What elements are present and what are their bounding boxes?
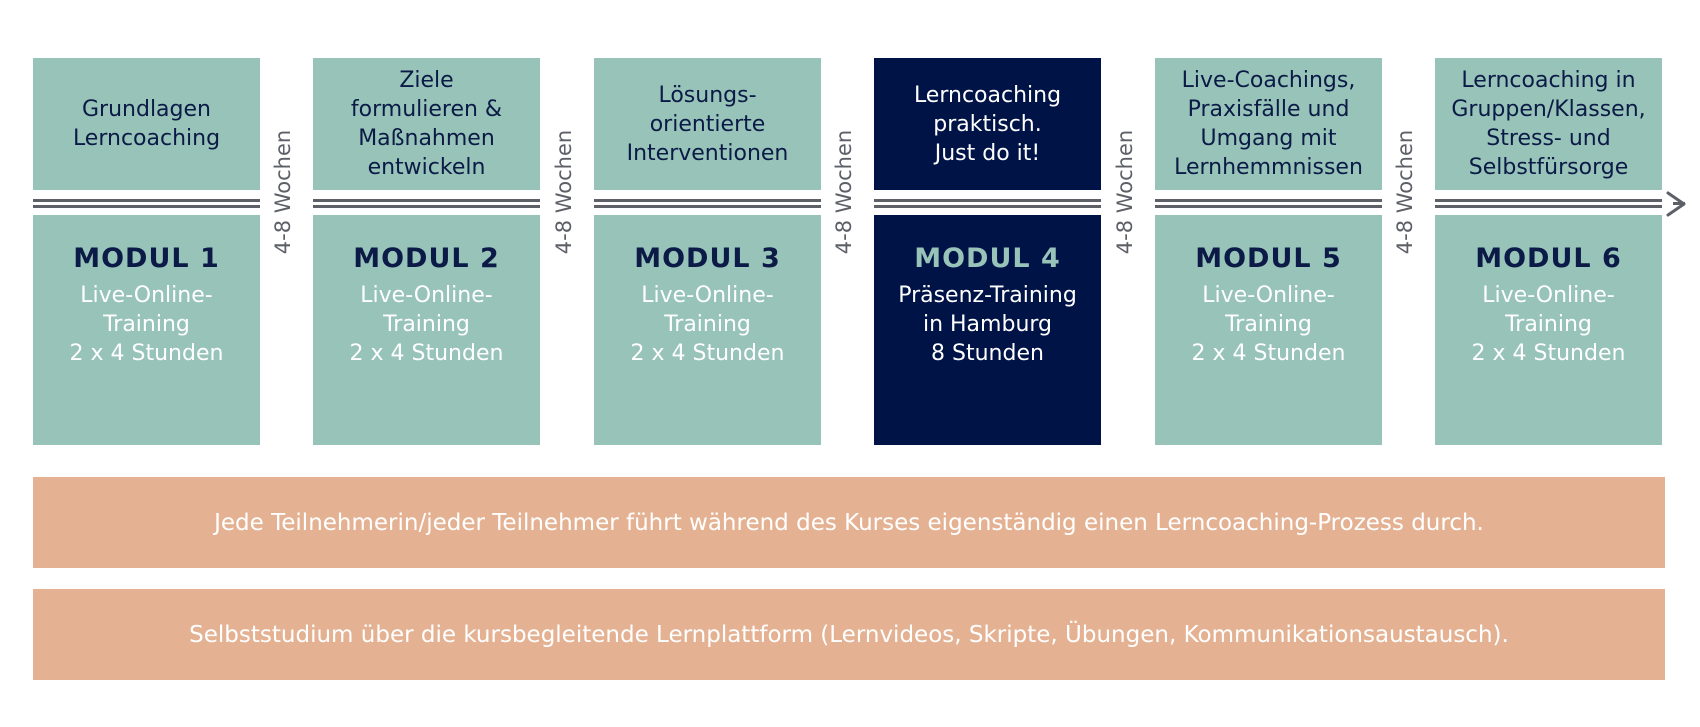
- module-title: MODUL 2: [353, 243, 500, 274]
- topic-line: Lerncoaching: [913, 82, 1062, 108]
- topic-line: Lösungs-: [658, 82, 757, 108]
- topic-line: Just do it!: [934, 140, 1041, 166]
- module-title: MODUL 1: [73, 243, 220, 274]
- module-2-topic: Ziele formulieren & Maßnahmen entwickeln: [313, 58, 540, 190]
- module-3-topic: Lösungs- orientierte Interventionen: [594, 58, 821, 190]
- module-4-topic: Lerncoaching praktisch. Just do it!: [874, 58, 1101, 190]
- arrow-right-icon: [1666, 191, 1686, 217]
- timeline-arrow-line: [1673, 202, 1685, 205]
- topic-line: praktisch.: [933, 111, 1042, 137]
- topic-line: Umgang mit: [1200, 126, 1337, 151]
- topic-line: Maßnahmen: [358, 126, 495, 151]
- timeline-segment: [313, 199, 540, 208]
- topic-line: orientierte: [649, 111, 766, 137]
- topic-line: entwickeln: [367, 155, 486, 180]
- topic-line: Interventionen: [626, 140, 789, 166]
- topic-line: Lernhemmnissen: [1174, 155, 1363, 180]
- module-5-topic: Live-Coachings, Praxisfälle und Umgang m…: [1155, 58, 1382, 190]
- module-title: MODUL 6: [1475, 243, 1622, 274]
- module-title: MODUL 4: [914, 243, 1061, 274]
- module-6-topic: Lerncoaching in Gruppen/Klassen, Stress-…: [1435, 58, 1662, 190]
- topic-line: Grundlagen: [82, 97, 211, 122]
- timeline-segment: [1435, 199, 1662, 208]
- topic-line: Live-Coachings,: [1181, 68, 1356, 93]
- topic-line: Stress- und: [1486, 126, 1611, 151]
- timeline-segment: [33, 199, 260, 208]
- self-study-banner: Selbststudium über die kursbegleitende L…: [33, 589, 1665, 680]
- module-title: MODUL 3: [634, 243, 781, 274]
- process-banner-text: Jede Teilnehmerin/jeder Teilnehmer führt…: [214, 509, 1484, 536]
- module-title: MODUL 5: [1195, 243, 1342, 274]
- topic-line: Lerncoaching: [72, 126, 221, 151]
- module-1-topic: Grundlagen Lerncoaching: [33, 58, 260, 190]
- timeline-segment: [874, 199, 1101, 208]
- topic-line: Praxisfälle und: [1187, 97, 1350, 122]
- topic-line: Lerncoaching in: [1461, 68, 1636, 93]
- timeline-segment: [1155, 199, 1382, 208]
- topic-line: Gruppen/Klassen,: [1451, 97, 1646, 122]
- process-banner: Jede Teilnehmerin/jeder Teilnehmer führt…: [33, 477, 1665, 568]
- self-study-banner-text: Selbststudium über die kursbegleitende L…: [189, 621, 1509, 648]
- topic-line: Ziele: [399, 68, 454, 93]
- timeline-segment: [594, 199, 821, 208]
- topic-line: Selbstfürsorge: [1468, 155, 1629, 180]
- topic-line: formulieren &: [350, 97, 503, 122]
